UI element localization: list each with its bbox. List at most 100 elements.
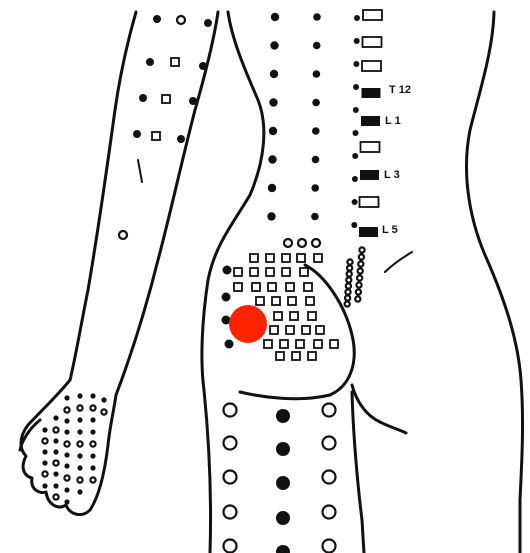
- gluteal-point: [288, 297, 296, 305]
- vertebra-label-l1: L 1: [385, 115, 401, 127]
- hand-point: [42, 438, 47, 443]
- arm-point: [153, 15, 161, 23]
- gluteal-point: [282, 268, 290, 276]
- leg-point: [323, 540, 336, 553]
- arm-point: [119, 231, 127, 239]
- sacral-point: [358, 261, 363, 266]
- sacral-point: [359, 247, 364, 252]
- hand-point: [53, 494, 58, 499]
- hand-point: [53, 427, 58, 432]
- gluteal-point: [234, 268, 242, 276]
- spine-point: [353, 61, 359, 67]
- leg-point: [224, 471, 237, 484]
- right-flank-contour: [466, 12, 522, 553]
- inner-leg-contour: [352, 392, 364, 553]
- spine-point: [267, 212, 275, 220]
- hand-point: [53, 449, 58, 454]
- gluteal-point: [250, 254, 258, 262]
- leg-point: [276, 545, 290, 553]
- spine-point: [269, 127, 277, 135]
- spine-point: [268, 184, 276, 192]
- paravertebral-point: [359, 227, 378, 237]
- hand-point: [90, 453, 95, 458]
- sacral-point: [347, 271, 352, 276]
- hand-point: [101, 409, 106, 414]
- spine-point: [268, 155, 276, 163]
- hand-point: [77, 465, 82, 470]
- arm-point: [199, 62, 207, 70]
- sacral-point: [345, 289, 350, 294]
- leg-point: [276, 511, 290, 525]
- spine-point: [311, 213, 319, 221]
- spine-point: [353, 130, 359, 136]
- spine-point: [313, 13, 321, 21]
- spine-point: [270, 70, 278, 78]
- leg-point: [224, 437, 237, 450]
- hand-point: [42, 483, 47, 488]
- gluteal-point: [284, 239, 292, 247]
- hand-point: [64, 475, 69, 480]
- hand-point: [90, 393, 95, 398]
- sacral-point: [357, 275, 362, 280]
- spine-point: [271, 13, 279, 21]
- paravertebral-points: [359, 10, 382, 237]
- sacral-point: [355, 296, 360, 301]
- hand-point: [53, 438, 58, 443]
- spine-point: [353, 84, 359, 90]
- hand-point: [42, 427, 47, 432]
- vertebra-label-l5: L 5: [382, 224, 398, 236]
- paravertebral-point: [363, 37, 382, 47]
- paravertebral-point: [360, 197, 379, 207]
- hand-point: [90, 417, 95, 422]
- hand-point: [53, 460, 58, 465]
- sacral-point: [356, 289, 361, 294]
- paravertebral-point: [362, 88, 381, 98]
- gluteal-point: [314, 340, 322, 348]
- hand-point: [90, 429, 95, 434]
- gluteal-point: [312, 239, 320, 247]
- sacral-point: [347, 265, 352, 270]
- gluteal-point: [286, 326, 294, 334]
- hand-point: [90, 441, 95, 446]
- gluteal-point: [266, 254, 274, 262]
- gluteal-point: [286, 283, 294, 291]
- spine-point: [312, 127, 320, 135]
- sacral-point: [358, 268, 363, 273]
- hand-point: [42, 471, 47, 476]
- leg-point: [276, 476, 290, 490]
- gluteal-point: [296, 340, 304, 348]
- gluteal-point: [268, 283, 276, 291]
- hand-point: [53, 415, 58, 420]
- gluteal-point: [302, 326, 310, 334]
- spine-point: [353, 107, 359, 113]
- paravertebral-point: [363, 10, 382, 20]
- hand-point: [77, 489, 82, 494]
- gluteal-point: [234, 283, 242, 291]
- gluteal-point: [250, 268, 258, 276]
- hand-point: [77, 417, 82, 422]
- gluteal-point: [276, 352, 284, 360]
- sacral-point: [356, 282, 361, 287]
- hand-point: [64, 463, 69, 468]
- gluteal-point: [280, 340, 288, 348]
- hand-point: [64, 452, 69, 457]
- arm-outer-contour: [70, 12, 136, 380]
- gluteal-point: [298, 239, 306, 247]
- leg-point: [323, 404, 336, 417]
- gluteal-fold: [352, 385, 406, 433]
- hand-point: [42, 449, 47, 454]
- sacral-point: [346, 283, 351, 288]
- hand-point: [42, 460, 47, 465]
- gluteal-point: [274, 312, 282, 320]
- hand-point: [101, 397, 106, 402]
- gluteal-point: [222, 293, 231, 302]
- paravertebral-point: [361, 142, 380, 152]
- highlighted-point: [229, 305, 267, 343]
- hand-point: [90, 405, 95, 410]
- gluteal-point: [223, 266, 232, 275]
- gluteal-point: [256, 297, 264, 305]
- spine-point: [269, 98, 277, 106]
- spine-point: [354, 15, 360, 21]
